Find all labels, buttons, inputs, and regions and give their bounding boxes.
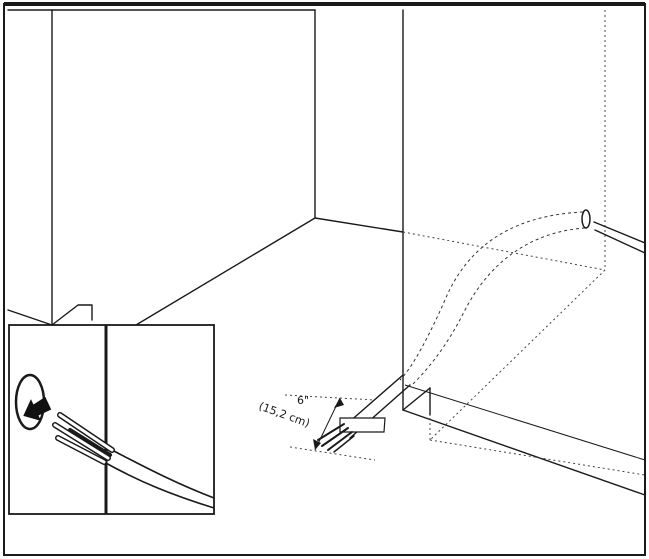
wire-bundle-detail — [52, 412, 215, 509]
insertion-arrow-icon — [23, 396, 52, 421]
inset-detail — [8, 324, 215, 515]
right-cabinet — [402, 9, 646, 496]
power-cord — [317, 374, 411, 453]
measurement-imperial: 6" — [297, 394, 309, 407]
cord-route-hidden — [399, 211, 586, 386]
back-wall — [51, 9, 404, 326]
wall-outlet-hole — [581, 209, 646, 254]
